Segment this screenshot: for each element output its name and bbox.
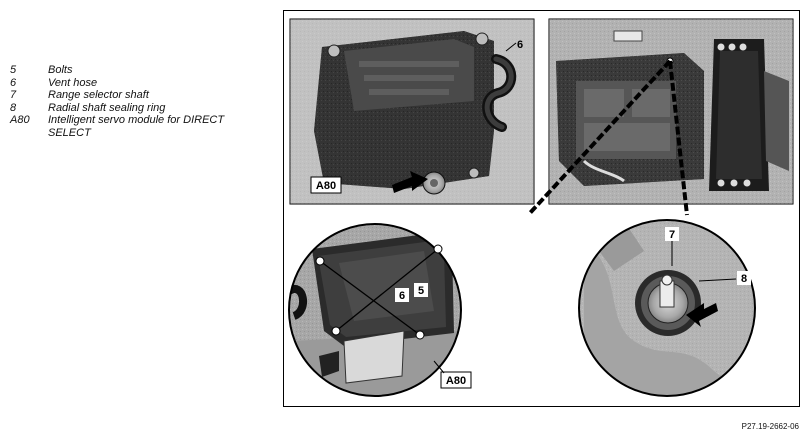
- callout-8: 8: [741, 273, 747, 285]
- legend-text: Range selector shaft: [48, 89, 149, 102]
- callout-6-detail: 6: [399, 290, 405, 302]
- detail-selector-shaft-view: 7 8: [578, 219, 756, 397]
- figure-frame: A80 6: [283, 10, 800, 407]
- figure-illustration: A80 6: [288, 18, 794, 397]
- callout-7: 7: [669, 229, 675, 241]
- callout-5: 5: [418, 285, 424, 297]
- legend-item-sealing-ring: 8 Radial shaft sealing ring: [10, 102, 268, 115]
- legend-text: Intelligent servo module for DIRECT SELE…: [48, 114, 225, 139]
- legend-item-range-selector-shaft: 7 Range selector shaft: [10, 89, 268, 102]
- photo-transmission: [548, 18, 794, 205]
- legend-text: Bolts: [48, 64, 73, 76]
- figure-reference-code: P27.19-2662-06: [741, 422, 799, 431]
- callout-a80-top: A80: [316, 180, 336, 192]
- callout-6-top: 6: [517, 39, 523, 51]
- legend-key: 5: [10, 64, 17, 76]
- legend-key: 7: [10, 89, 17, 102]
- legend-key: A80: [10, 114, 30, 127]
- legend-item-bolts: 5 Bolts: [10, 64, 268, 77]
- photo-servo-module: A80 6: [289, 18, 535, 205]
- legend-text: Radial shaft sealing ring: [48, 101, 166, 114]
- connector-line: [528, 59, 672, 215]
- legend: 5 Bolts 6 Vent hose 7 Range selector sha…: [10, 64, 268, 140]
- legend-item-servo-module: A80 Intelligent servo module for DIRECT …: [10, 114, 268, 139]
- legend-item-vent-hose: 6 Vent hose: [10, 77, 268, 90]
- legend-text: Vent hose: [48, 76, 98, 89]
- legend-key: 8: [10, 101, 17, 114]
- legend-key: 6: [10, 76, 17, 89]
- callout-a80-detail: A80: [446, 375, 466, 387]
- connector-line: [668, 60, 689, 216]
- detail-bolts-view: 5 6 A80: [288, 223, 472, 397]
